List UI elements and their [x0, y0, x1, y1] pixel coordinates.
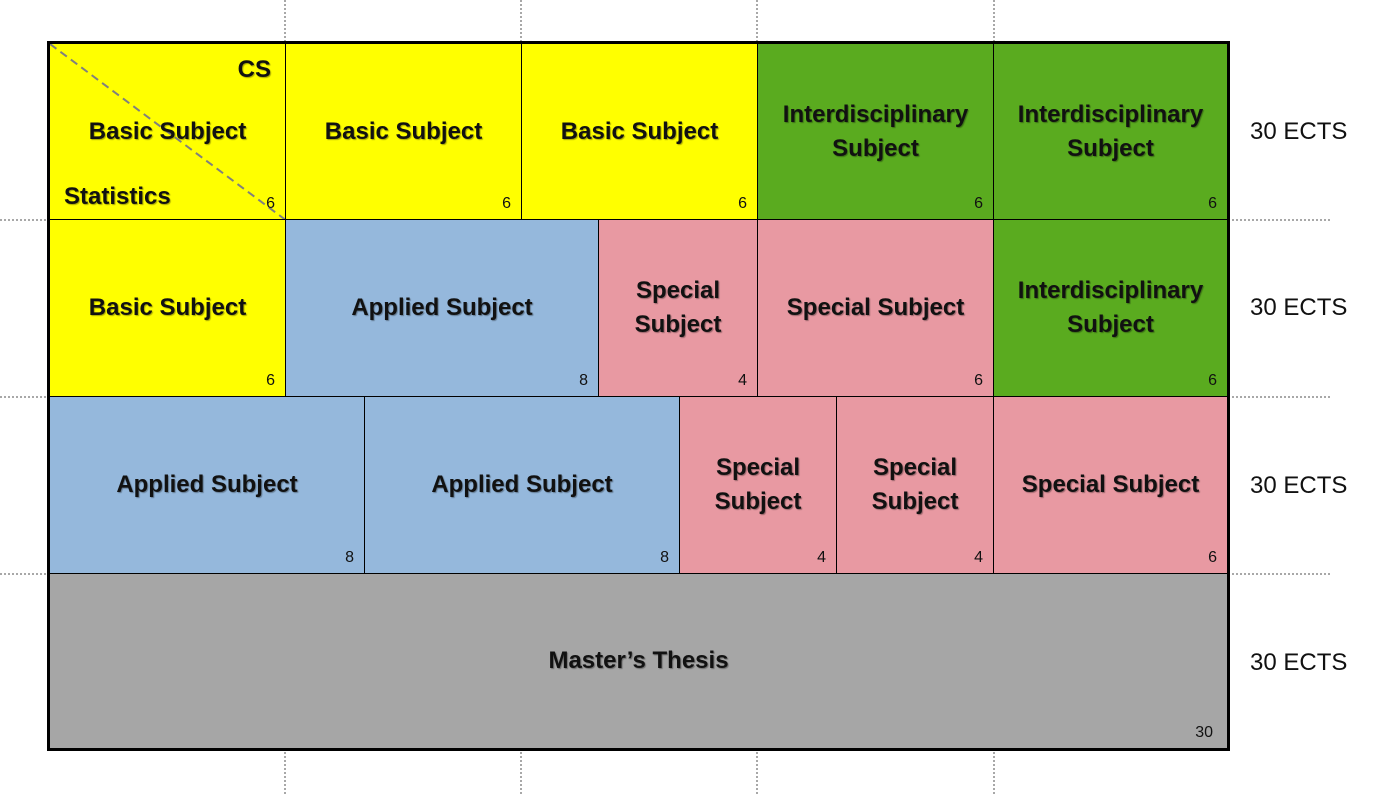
block-name: Interdisciplinary Subject	[782, 100, 969, 162]
block-name: Basic Subject	[88, 117, 247, 145]
block-credits: 6	[266, 372, 275, 389]
block-name: Special Subject	[1021, 471, 1200, 498]
block-applied-subject: Applied Subject 8	[49, 396, 365, 574]
block-credits: 6	[502, 195, 511, 212]
block-special-subject: Special Subject 4	[679, 396, 837, 574]
block-applied-subject: Applied Subject 8	[364, 396, 680, 574]
block-interdisciplinary-subject: Interdisciplinary Subject 6	[993, 219, 1228, 397]
row-ects-label: 30 ECTS	[1250, 118, 1348, 145]
block-top-label: CS	[237, 56, 271, 83]
block-name: Special Subject	[714, 454, 802, 515]
block-credits: 6	[1208, 549, 1217, 566]
block-interdisciplinary-subject: Interdisciplinary Subject 6	[993, 43, 1228, 220]
block-name: Basic Subject	[560, 117, 719, 145]
block-bottom-label: Statistics	[64, 183, 171, 210]
block-basic-subject: Basic Subject 6	[521, 43, 758, 220]
block-credits: 6	[1208, 195, 1217, 212]
block-credits: 4	[817, 549, 826, 566]
row-ects-label: 30 ECTS	[1250, 649, 1348, 676]
study-plan-grid: CS Basic Subject Statistics 6 Basic Subj…	[47, 41, 1230, 751]
diagonal-divider	[50, 44, 287, 221]
block-credits: 4	[974, 549, 983, 566]
block-credits: 6	[266, 195, 275, 212]
block-credits: 6	[974, 195, 983, 212]
block-name: Applied Subject	[116, 471, 298, 498]
block-name: Interdisciplinary Subject	[1017, 277, 1204, 338]
block-special-subject: Special Subject 4	[598, 219, 758, 397]
block-name: Special Subject	[786, 294, 965, 321]
block-name: Special Subject	[634, 277, 722, 338]
block-name: Basic Subject	[88, 294, 247, 321]
block-name: Master’s Thesis	[548, 647, 729, 674]
block-basic-subject-cs-statistics: CS Basic Subject Statistics 6	[49, 43, 287, 221]
block-name: Special Subject	[871, 454, 959, 515]
block-special-subject: Special Subject 6	[757, 219, 994, 397]
block-name: Basic Subject	[324, 117, 483, 145]
block-masters-thesis: Master’s Thesis 30	[49, 573, 1228, 749]
block-credits: 6	[1208, 372, 1217, 389]
block-special-subject: Special Subject 6	[993, 396, 1228, 574]
block-credits: 6	[738, 195, 747, 212]
block-special-subject: Special Subject 4	[836, 396, 994, 574]
block-credits: 8	[345, 549, 354, 566]
block-credits: 8	[660, 549, 669, 566]
block-name: Applied Subject	[431, 471, 613, 498]
block-credits: 6	[974, 372, 983, 389]
block-basic-subject: Basic Subject 6	[285, 43, 522, 220]
block-name: Applied Subject	[351, 294, 533, 321]
row-ects-label: 30 ECTS	[1250, 294, 1348, 321]
block-applied-subject: Applied Subject 8	[285, 219, 599, 397]
block-credits: 30	[1195, 724, 1213, 741]
block-basic-subject: Basic Subject 6	[49, 219, 286, 397]
block-name: Interdisciplinary Subject	[1017, 100, 1204, 162]
row-ects-label: 30 ECTS	[1250, 472, 1348, 499]
block-credits: 8	[579, 372, 588, 389]
block-credits: 4	[738, 372, 747, 389]
block-interdisciplinary-subject: Interdisciplinary Subject 6	[757, 43, 994, 220]
